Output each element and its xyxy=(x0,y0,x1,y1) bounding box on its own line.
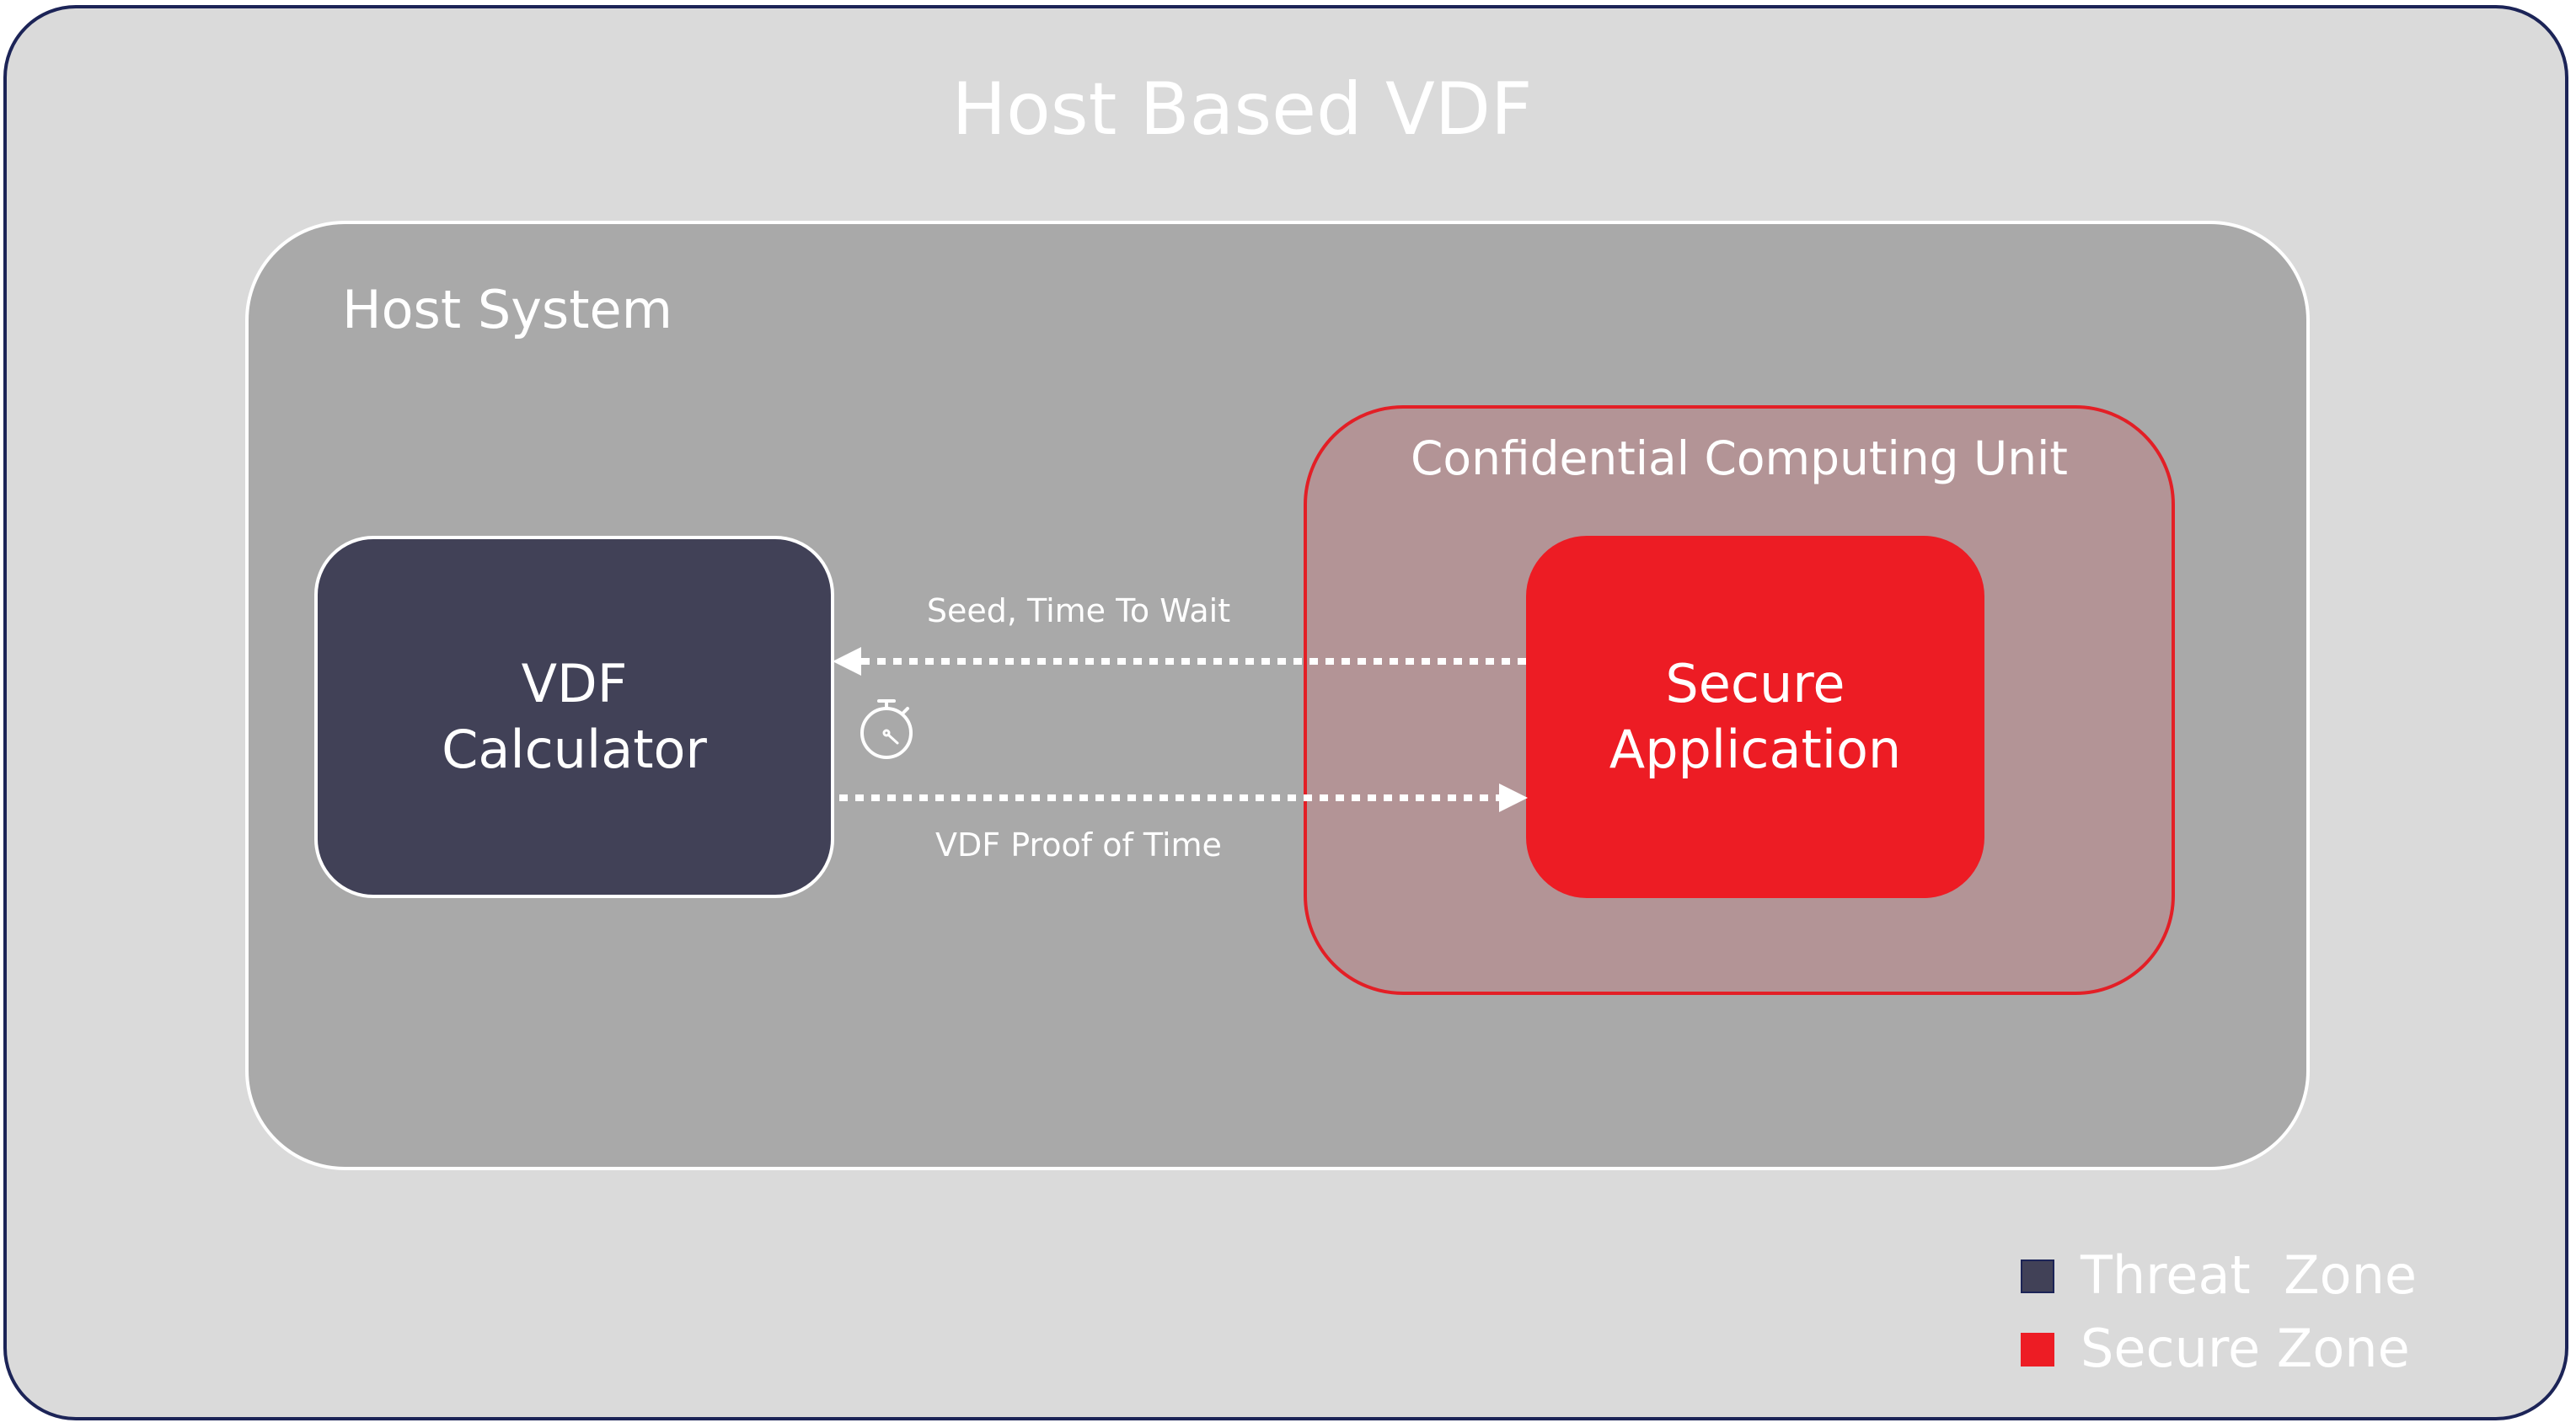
vdf-proof-of-time-label: VDF Proof of Time xyxy=(935,826,1222,864)
vdf-calculator-line1: VDF xyxy=(521,653,628,714)
diagram-title: Host Based VDF xyxy=(951,67,1533,152)
vdf-calculator-line2: Calculator xyxy=(442,719,707,780)
secure-application-box: Secure Application xyxy=(1526,536,1984,898)
secure-application-line2: Application xyxy=(1609,719,1902,780)
legend-threat-label: Threat Zone xyxy=(2081,1244,2418,1306)
vdf-calculator-label: VDF Calculator xyxy=(442,651,707,783)
confidential-computing-unit-label: Confidential Computing Unit xyxy=(1411,431,2068,485)
seed-time-to-wait-label: Seed, Time To Wait xyxy=(926,592,1231,629)
vdf-calculator-box: VDF Calculator xyxy=(314,536,834,898)
legend-secure-swatch xyxy=(2021,1333,2054,1366)
secure-application-label: Secure Application xyxy=(1609,651,1901,783)
stopwatch-icon xyxy=(860,699,913,759)
secure-application-line1: Secure xyxy=(1665,653,1845,714)
host-system-label: Host System xyxy=(342,279,673,340)
legend-threat-swatch xyxy=(2021,1260,2054,1293)
legend-secure-label: Secure Zone xyxy=(2081,1318,2410,1379)
